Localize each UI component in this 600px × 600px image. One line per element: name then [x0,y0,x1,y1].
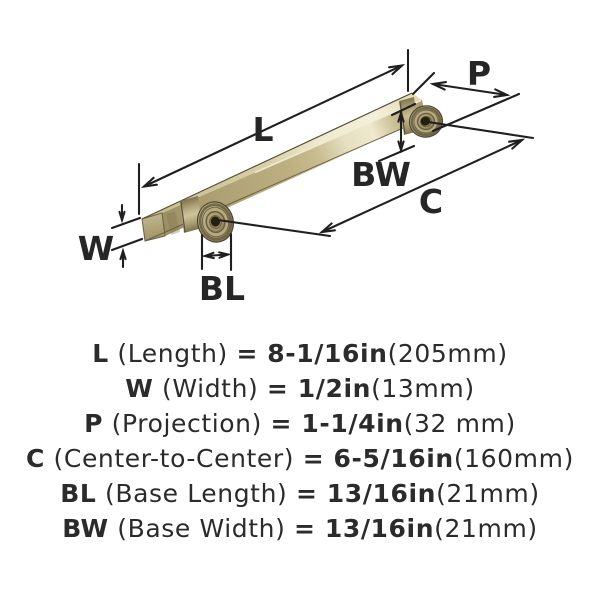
label-P: P [467,54,491,93]
spec-abbr: L [92,339,109,368]
dim-C-ext-right [426,120,535,140]
spec-value: = 8-1/16in [236,339,388,368]
spec-abbr: W [125,374,154,403]
right-post-flange [408,105,444,138]
spec-abbr: BW [62,514,109,543]
dim-BW-tick-top [390,102,417,117]
arrowhead [140,176,158,189]
arrowhead [318,222,336,234]
spec-value: = 13/16in [293,514,435,543]
spec-metric: (21mm) [434,514,538,543]
spec-row-width: W (Width) = 1/2in(13mm) [0,371,600,406]
dim-BL-line [203,253,230,258]
arrowhead [218,251,232,259]
right-post [399,97,444,138]
arrowhead [388,63,406,76]
dim-P-tick-left [411,71,436,96]
spec-name: (Projection) [103,409,271,438]
spec-abbr: BL [60,479,97,508]
bar-highlight-edge [254,99,422,174]
spec-name: (Base Width) [108,514,294,543]
spec-metric: (21mm) [436,479,540,508]
dimension-BL [200,232,233,272]
left-post-flange [196,201,235,243]
right-screw-hole [420,116,431,126]
dim-P-line [431,82,509,97]
arrowhead [119,247,127,261]
dim-C-line [320,138,524,234]
spec-value: = 13/16in [295,479,437,508]
left-post-barrel [180,196,202,233]
arrowhead [397,109,405,123]
spec-abbr: P [84,409,104,438]
dimension-BW [377,102,417,163]
arrowhead [118,210,126,224]
spec-metric: (205mm) [387,339,508,368]
arrowhead [201,251,215,260]
bar-top-face [142,93,422,219]
label-W: W [78,229,114,268]
bar-end-face [141,212,166,242]
spec-metric: (160mm) [453,444,574,473]
label-C: C [419,182,443,221]
left-post [180,196,235,243]
arrowhead [508,138,526,150]
bar-face-shadow [166,211,180,235]
dim-W-tick-bottom [110,237,144,252]
bar-top-edge [141,92,413,220]
dimension-L [137,48,410,216]
spec-abbr: C [26,444,45,473]
pull-handle [141,92,444,243]
dimension-specs: L (Length) = 8-1/16in(205mm) W (Width) =… [0,336,600,546]
dim-W-tick-top [110,216,142,230]
spec-name: (Width) [153,374,267,403]
spec-row-length: L (Length) = 8-1/16in(205mm) [0,336,600,371]
spec-name: (Length) [108,339,237,368]
left-post-barrel-edge [180,201,186,233]
arrowhead [397,140,405,154]
label-BW: BW [351,155,411,194]
spec-row-base-length: BL (Base Length) = 13/16in(21mm) [0,476,600,511]
dim-C-ext-left [216,218,332,238]
spec-metric: (32 mm) [403,409,516,438]
spec-name: (Base Length) [96,479,296,508]
arrowhead [429,81,447,91]
spec-row-center: C (Center-to-Center) = 6-5/16in(160mm) [0,441,600,476]
spec-value: = 6-5/16in [302,444,454,473]
spec-row-base-width: BW (Base Width) = 13/16in(21mm) [0,511,600,546]
dim-BW-tick-bottom [377,144,416,163]
spec-row-projection: P (Projection) = 1-1/4in(32 mm) [0,406,600,441]
spec-value: = 1-1/4in [270,409,404,438]
dimension-labels: L P BW C W BL [78,54,491,308]
spec-value: = 1/2in [266,374,372,403]
spec-name: (Center-to-Center) [45,444,303,473]
label-L: L [252,110,273,149]
label-BL: BL [199,269,245,308]
arrowhead [493,88,511,98]
dimension-W [110,203,144,269]
dimension-C [216,120,535,238]
bar-front-face [162,100,426,236]
dim-L-line [142,64,404,188]
dimension-diagram: L P BW C W BL [78,48,535,308]
spec-metric: (13mm) [371,374,475,403]
